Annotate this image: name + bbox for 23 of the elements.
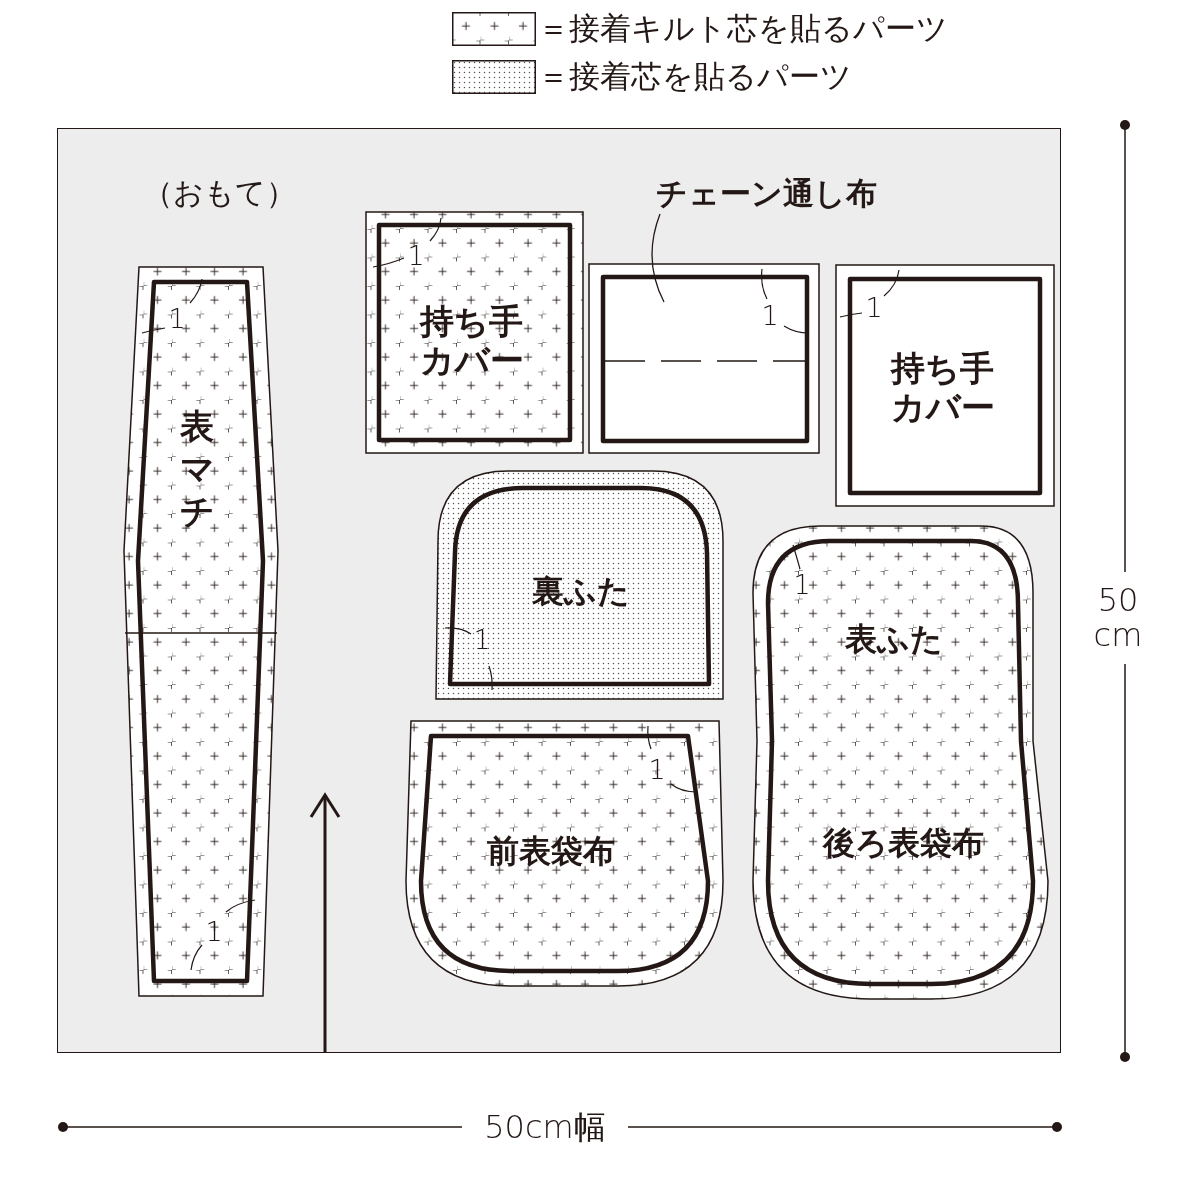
piece-name: 持ち手カバー	[420, 301, 525, 381]
piece-name: 裏ふた	[532, 572, 630, 610]
piece-name: 後ろ表袋布	[822, 824, 984, 862]
legend-label: ＝接着芯を貼るパーツ	[538, 59, 852, 95]
dimension-label: 50cm幅	[484, 1108, 606, 1146]
side-label: （おもて）	[142, 175, 296, 211]
dimension-label: 50 cm	[1092, 582, 1144, 654]
piece-name: 表ふた	[845, 620, 943, 658]
piece-name: 表マチ	[179, 405, 215, 533]
legend-label: ＝接着キルト芯を貼るパーツ	[538, 11, 948, 47]
seam-allowance-label: 1	[407, 240, 425, 272]
seam-allowance-label: 1	[793, 569, 811, 601]
seam-allowance-label: 1	[865, 292, 883, 324]
seam-allowance-label: 1	[761, 300, 779, 332]
fabric-panel	[57, 128, 1061, 1053]
piece-name: 持ち手カバー	[891, 348, 996, 428]
seam-allowance-label: 1	[648, 754, 666, 786]
seam-allowance-label: 1	[205, 916, 223, 948]
piece-name: 前表袋布	[487, 832, 615, 870]
seam-allowance-label: 1	[473, 624, 491, 656]
seam-allowance-label: 1	[168, 303, 186, 335]
leader-line	[651, 213, 665, 303]
piece-name: チェーン通し布	[655, 176, 877, 212]
